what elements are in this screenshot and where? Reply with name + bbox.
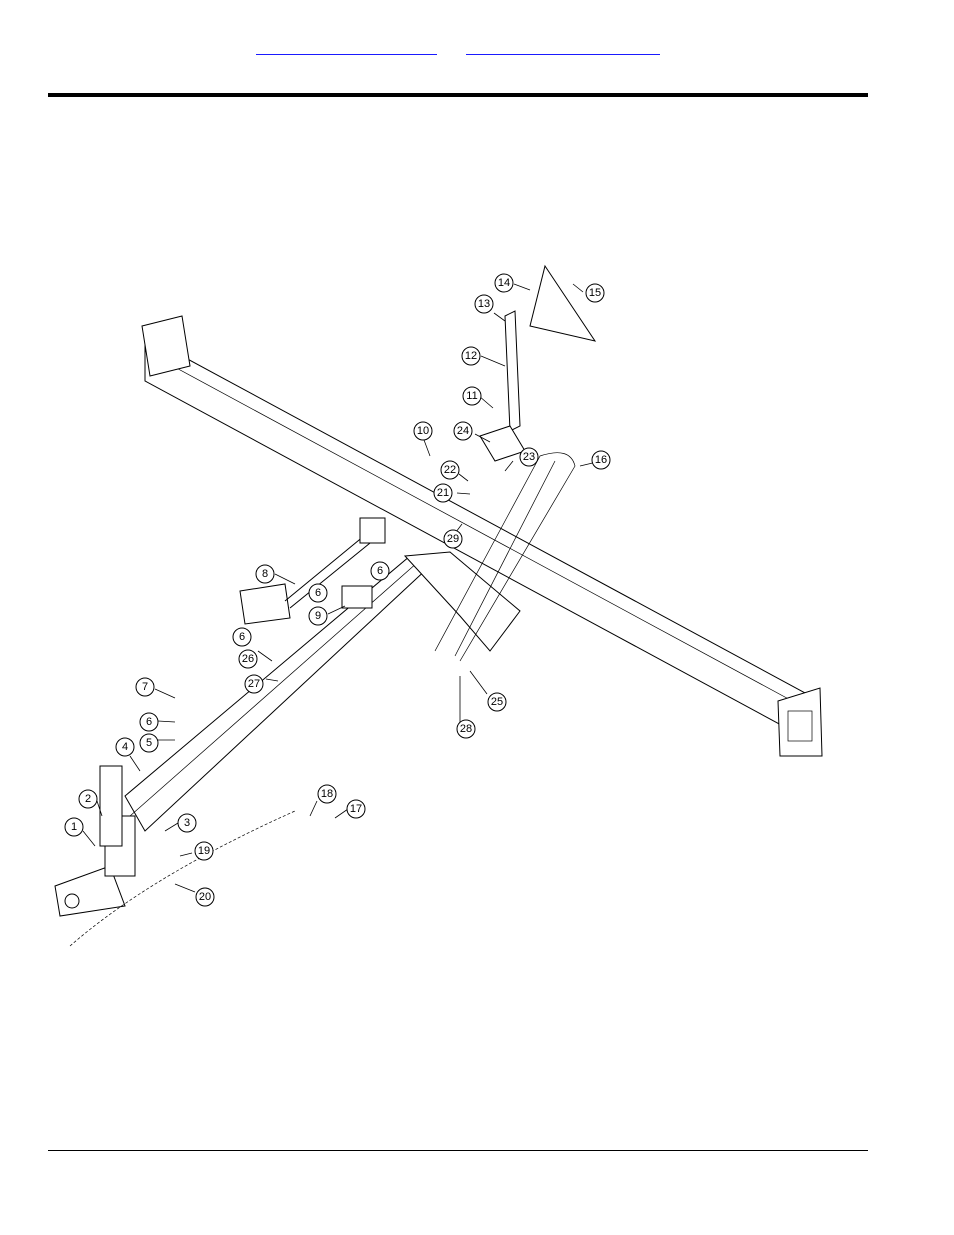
svg-text:23: 23 [523,451,535,463]
svg-text:5: 5 [146,737,152,749]
callout-1: 1 [65,818,83,836]
svg-text:13: 13 [478,298,490,310]
header-link-2[interactable] [466,38,660,55]
callout-19: 19 [195,842,213,860]
marker-assembly [480,266,595,461]
svg-text:27: 27 [248,678,260,690]
svg-text:1: 1 [71,821,77,833]
main-frame-tube [142,316,822,756]
svg-text:22: 22 [444,464,456,476]
callout-10: 10 [414,422,432,440]
callout-27: 27 [245,675,263,693]
svg-text:19: 19 [198,845,210,857]
header-link-1[interactable] [256,38,437,55]
svg-text:6: 6 [239,631,245,643]
svg-text:6: 6 [377,565,383,577]
callout-20: 20 [196,888,214,906]
svg-text:3: 3 [184,817,190,829]
callout-17: 17 [347,800,365,818]
callout-29: 29 [444,530,462,548]
callout-15: 15 [586,284,604,302]
callout-6a: 6 [140,713,158,731]
svg-text:24: 24 [457,425,469,437]
svg-text:14: 14 [498,277,510,289]
callout-2: 2 [79,790,97,808]
svg-text:16: 16 [595,454,607,466]
callout-21: 21 [434,484,452,502]
callout-18: 18 [318,785,336,803]
callout-11: 11 [463,387,481,405]
svg-text:6: 6 [146,716,152,728]
callout-13: 13 [475,295,493,313]
hitch-clevis [55,766,135,916]
svg-text:21: 21 [437,487,449,499]
svg-text:15: 15 [589,287,601,299]
callout-28: 28 [457,720,475,738]
svg-text:20: 20 [199,891,211,903]
svg-text:18: 18 [321,788,333,800]
callout-25: 25 [488,693,506,711]
callout-8: 8 [256,565,274,583]
callout-24: 24 [454,422,472,440]
callout-26: 26 [239,650,257,668]
callout-9: 9 [309,607,327,625]
svg-text:8: 8 [262,568,268,580]
callout-6d: 6 [233,628,251,646]
footer-rule [48,1150,868,1151]
svg-text:17: 17 [350,803,362,815]
callout-23: 23 [520,448,538,466]
svg-text:9: 9 [315,610,321,622]
header-rule [48,93,868,97]
callout-22: 22 [441,461,459,479]
svg-text:7: 7 [142,681,148,693]
hitch-assembly-diagram: 1 2 3 4 5 6 6 6 6 7 8 9 10 11 12 13 14 1… [50,256,830,966]
svg-text:10: 10 [417,425,429,437]
svg-text:4: 4 [122,741,128,753]
svg-text:2: 2 [85,793,91,805]
svg-text:25: 25 [491,696,503,708]
svg-text:11: 11 [466,390,477,402]
callout-4: 4 [116,738,134,756]
svg-text:26: 26 [242,653,254,665]
callout-5: 5 [140,734,158,752]
callout-6c: 6 [371,562,389,580]
svg-text:28: 28 [460,723,472,735]
callout-14: 14 [495,274,513,292]
svg-text:29: 29 [447,533,459,545]
callout-3: 3 [178,814,196,832]
callout-12: 12 [462,347,480,365]
svg-text:6: 6 [315,587,321,599]
svg-text:12: 12 [465,350,477,362]
callout-7: 7 [136,678,154,696]
callout-6b: 6 [309,584,327,602]
callout-16: 16 [592,451,610,469]
